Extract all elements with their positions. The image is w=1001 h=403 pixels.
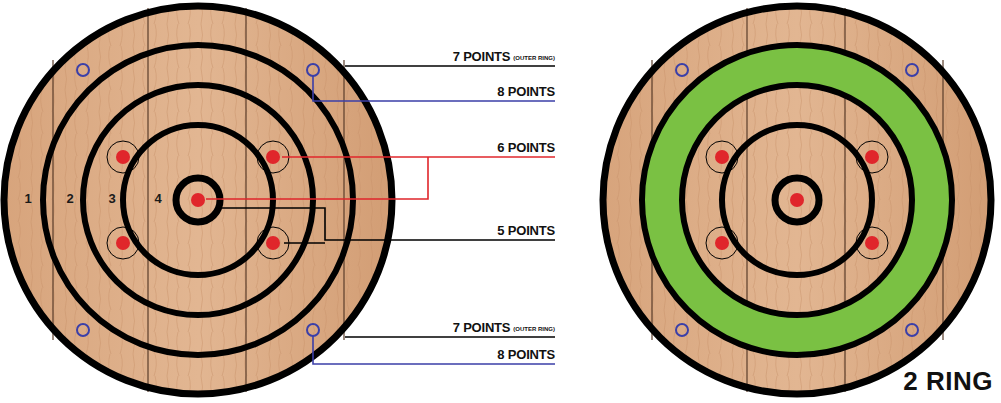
target-title: 2 RING — [903, 368, 993, 394]
points-label: 8 POINTS — [497, 348, 555, 361]
leader-lines — [206, 66, 555, 364]
points-label: 7 POINTS — [453, 321, 511, 334]
ring-note: (OUTER RING) — [513, 326, 555, 332]
points-label: 8 POINTS — [497, 85, 555, 98]
ring-number: 3 — [108, 192, 115, 205]
right-target — [601, 4, 993, 396]
left-target — [2, 4, 394, 396]
ring-note: (OUTER RING) — [513, 55, 555, 61]
ring-number: 4 — [154, 192, 161, 205]
points-label: 5 POINTS — [497, 224, 555, 237]
points-label: 6 POINTS — [497, 141, 555, 154]
points-label: 7 POINTS — [453, 50, 511, 63]
ring-number: 2 — [66, 192, 73, 205]
ring-number: 1 — [24, 192, 31, 205]
